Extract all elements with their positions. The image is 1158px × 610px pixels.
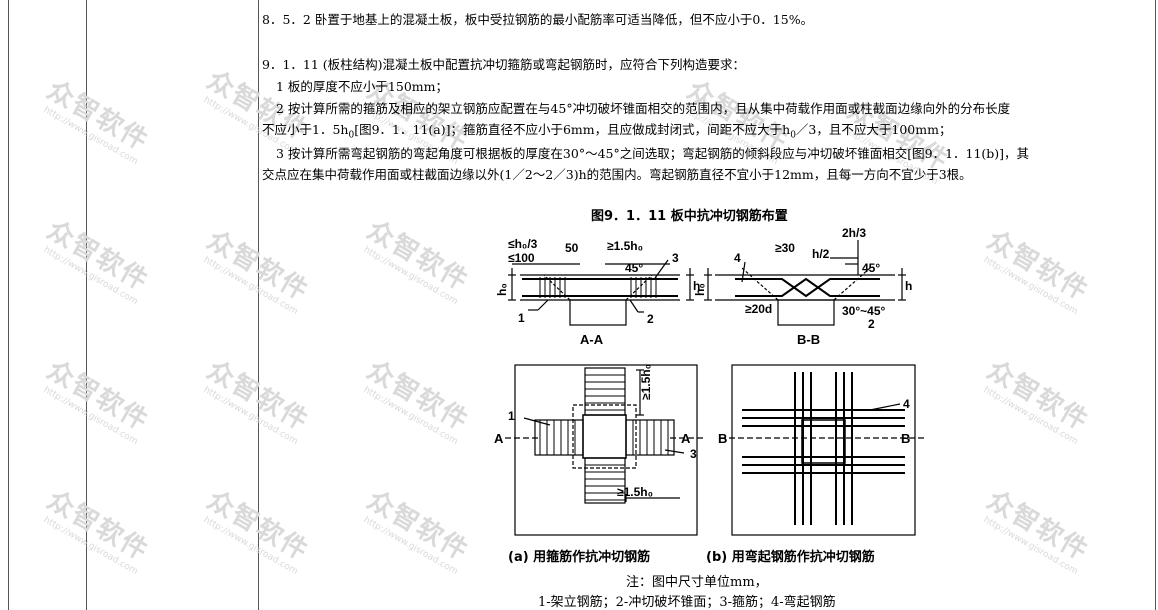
table-border-mid <box>86 0 87 610</box>
clause-text-segment: ／3，且不应大于100mm； <box>795 122 952 137</box>
table-border-content <box>258 0 259 610</box>
label-bb-30: ≥30 <box>775 241 795 255</box>
label-aa-h: h <box>693 279 700 293</box>
table-border-left <box>8 0 9 610</box>
clause-text-segment: 不应小于1．5h <box>262 122 349 137</box>
label-aa-3: 3 <box>672 251 679 265</box>
label-aa-1: 1 <box>518 311 525 325</box>
label-pa-3: 3 <box>690 447 697 461</box>
label-pa-dim-bottom: ≥1.5h₀ <box>617 485 653 499</box>
clause-item-3-line-1: 3 按计算所需弯起钢筋的弯起角度可根据板的厚度在30°～45°之间选取；弯起钢筋… <box>276 146 1030 161</box>
clause-8-5-2: 8．5．2 卧置于地基上的混凝土板，板中受拉钢筋的最小配筋率可适当降低，但不应小… <box>262 12 814 27</box>
label-pb-4: 4 <box>903 397 910 411</box>
caption-a: (a) 用箍筋作抗冲切钢筋 <box>508 550 651 565</box>
note-legend: 1-架立钢筋；2-冲切破坏锥面；3-箍筋；4-弯起钢筋 <box>538 595 836 610</box>
table-border-right <box>1155 0 1156 610</box>
clause-item-1: 1 板的厚度不应小于150mm； <box>276 79 448 94</box>
clause-9-1-11: 9．1．11 (板柱结构)混凝土板中配置抗冲切箍筋或弯起钢筋时，应符合下列构造要… <box>262 57 746 72</box>
note-unit: 注：图中尺寸单位mm， <box>626 575 768 590</box>
label-bb-h0: h₀ <box>693 283 707 296</box>
label-aa-2: 2 <box>647 312 654 326</box>
label-aa-h0: h₀ <box>495 283 509 296</box>
label-pa-a-left: A <box>494 431 504 446</box>
figure-title: 图9．1．11 板中抗冲切钢筋布置 <box>591 209 788 224</box>
label-bb-h2: h/2 <box>812 247 830 261</box>
caption-b: (b) 用弯起钢筋作抗冲切钢筋 <box>706 550 875 565</box>
subscript: 0 <box>348 130 355 141</box>
label-bb-2: 2 <box>868 317 875 331</box>
clause-item-2-line-2: 不应小于1．5h0[图9．1．11(a)]；箍筋直径不应小于6mm，且应做成封闭… <box>262 119 951 141</box>
label-aa-dim4: ≥1.5h₀ <box>607 239 643 253</box>
label-aa-section: A-A <box>580 332 604 347</box>
section-b-b <box>704 240 906 326</box>
clause-text-segment: [图9．1．11(a)]；箍筋直径不应小于6mm，且应做成封闭式，间距不应大于h <box>354 122 791 137</box>
plan-a <box>505 364 705 536</box>
label-pa-1: 1 <box>508 409 515 423</box>
label-bb-4: 4 <box>734 251 741 265</box>
clause-item-2-line-1: 2 按计算所需的箍筋及相应的架立钢筋应配置在与45°冲切破坏锥面相交的范围内，且… <box>276 101 1011 116</box>
label-aa-dim1: ≤h₀/3 <box>508 237 538 251</box>
label-pa-a-right: A <box>681 431 691 446</box>
label-aa-dim3: 50 <box>565 241 579 255</box>
clause-item-3-line-2: 交点应在集中荷载作用面或柱截面边缘以外(1／2～2／3)h的范围内。弯起钢筋直径… <box>262 167 972 182</box>
label-bb-range: 30°~45° <box>842 304 886 318</box>
label-aa-angle: 45° <box>625 261 643 275</box>
label-pa-dim-top: ≥1.5h₀ <box>639 364 653 400</box>
plan-b <box>720 364 925 536</box>
section-a-a <box>508 259 694 326</box>
label-bb-angle: 45° <box>862 261 880 275</box>
label-bb-section: B-B <box>797 332 820 347</box>
label-bb-h: h <box>905 279 912 293</box>
label-pb-b-right: B <box>901 431 910 446</box>
label-bb-20d: ≥20d <box>745 302 772 316</box>
label-pb-b-left: B <box>718 431 727 446</box>
subscript: 0 <box>790 130 796 141</box>
label-aa-dim2: ≤100 <box>508 251 535 265</box>
label-bb-23h: 2h/3 <box>842 226 866 240</box>
